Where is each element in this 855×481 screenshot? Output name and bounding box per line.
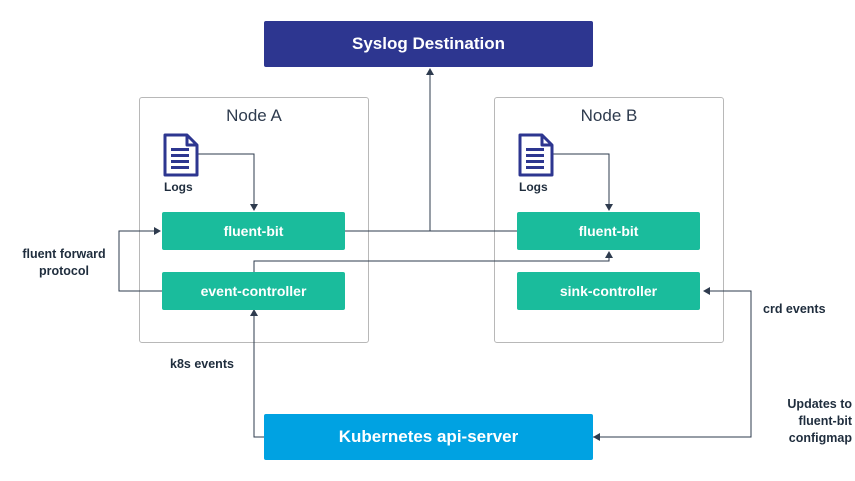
fluent-forward-protocol-label: fluent forward protocol bbox=[22, 247, 106, 278]
fluent-bit-a-box: fluent-bit bbox=[162, 212, 345, 250]
fluent-bit-b-box: fluent-bit bbox=[517, 212, 700, 250]
kubernetes-api-server-box: Kubernetes api-server bbox=[264, 414, 593, 460]
edge-logs-a-to-fluentbit-a bbox=[198, 153, 258, 211]
updates-configmap-label: Updates to fluent-bit configmap bbox=[787, 397, 852, 445]
edge-fluent-forward bbox=[118, 227, 162, 292]
edge-logs-b-to-fluentbit-b bbox=[553, 153, 613, 211]
logs-label-a: Logs bbox=[164, 180, 193, 194]
logs-document-icon-b bbox=[518, 133, 554, 177]
edge-crd-events bbox=[592, 287, 752, 438]
logs-label-b: Logs bbox=[519, 180, 548, 194]
node-b-title: Node B bbox=[580, 106, 638, 125]
node-a-title: Node A bbox=[226, 106, 282, 125]
logs-document-icon-a bbox=[163, 133, 199, 177]
syslog-destination-box: Syslog Destination bbox=[264, 21, 593, 67]
event-controller-box: event-controller bbox=[162, 272, 345, 310]
crd-events-label: crd events bbox=[763, 302, 826, 316]
edge-fluentbit-a-to-syslog bbox=[345, 68, 434, 232]
edge-eventcontroller-to-fluentbit-b bbox=[253, 251, 613, 272]
edge-k8s-events bbox=[250, 309, 264, 438]
sink-controller-box: sink-controller bbox=[517, 272, 700, 310]
k8s-events-label: k8s events bbox=[170, 357, 234, 371]
